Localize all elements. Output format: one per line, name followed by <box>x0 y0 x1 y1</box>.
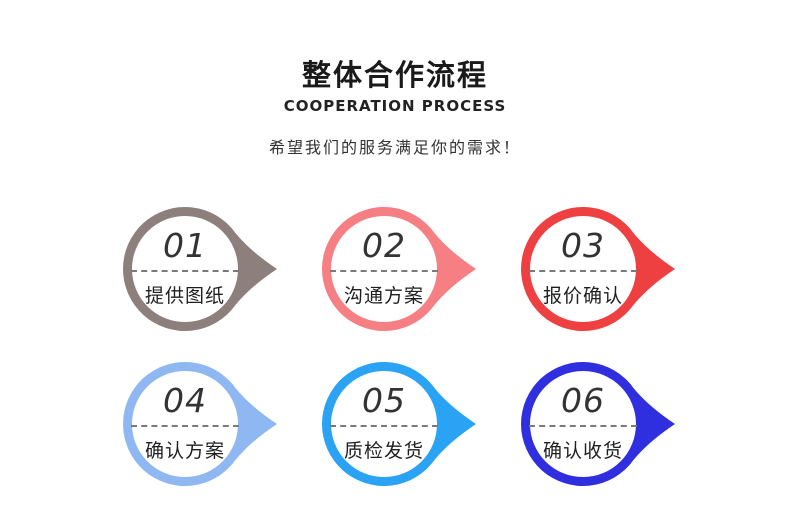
step-card-04: 04 确认方案 <box>112 362 280 486</box>
step-badge-background <box>122 207 277 331</box>
step-label: 沟通方案 <box>343 285 424 307</box>
step-number: 06 <box>561 381 605 420</box>
step-number: 05 <box>362 381 406 420</box>
step-divider <box>529 425 637 427</box>
page-subtitle: COOPERATION PROCESS <box>283 97 507 115</box>
step-badge-background <box>122 362 277 486</box>
step-label: 质检发货 <box>343 440 424 462</box>
step-badge-shape <box>321 207 476 331</box>
step-badge-background <box>321 207 476 331</box>
step-label: 报价确认 <box>542 285 623 307</box>
step-divider <box>529 270 637 272</box>
step-badge-background <box>321 362 476 486</box>
step-badge-background <box>520 362 675 486</box>
step-badge-shape <box>520 362 675 486</box>
step-label: 确认收货 <box>542 440 623 462</box>
step-divider <box>330 270 438 272</box>
step-number: 04 <box>163 381 207 420</box>
step-badge-background <box>520 207 675 331</box>
step-divider <box>131 425 239 427</box>
step-badge-shape <box>122 207 277 331</box>
step-number: 02 <box>362 226 406 265</box>
step-label: 确认方案 <box>144 440 225 462</box>
step-divider <box>131 270 239 272</box>
step-number: 01 <box>163 226 207 265</box>
step-badge-shape <box>321 362 476 486</box>
step-card-05: 05 质检发货 <box>311 362 479 486</box>
page-title: 整体合作流程 <box>301 58 488 92</box>
page-tagline: 希望我们的服务满足你的需求！ <box>268 138 521 157</box>
step-card-01: 01 提供图纸 <box>112 207 280 331</box>
step-number: 03 <box>561 226 605 265</box>
step-card-02: 02 沟通方案 <box>311 207 479 331</box>
step-badge-shape <box>122 362 277 486</box>
step-badge-shape <box>520 207 675 331</box>
step-card-03: 03 报价确认 <box>510 207 678 331</box>
step-card-06: 06 确认收货 <box>510 362 678 486</box>
step-divider <box>330 425 438 427</box>
step-label: 提供图纸 <box>144 285 225 307</box>
